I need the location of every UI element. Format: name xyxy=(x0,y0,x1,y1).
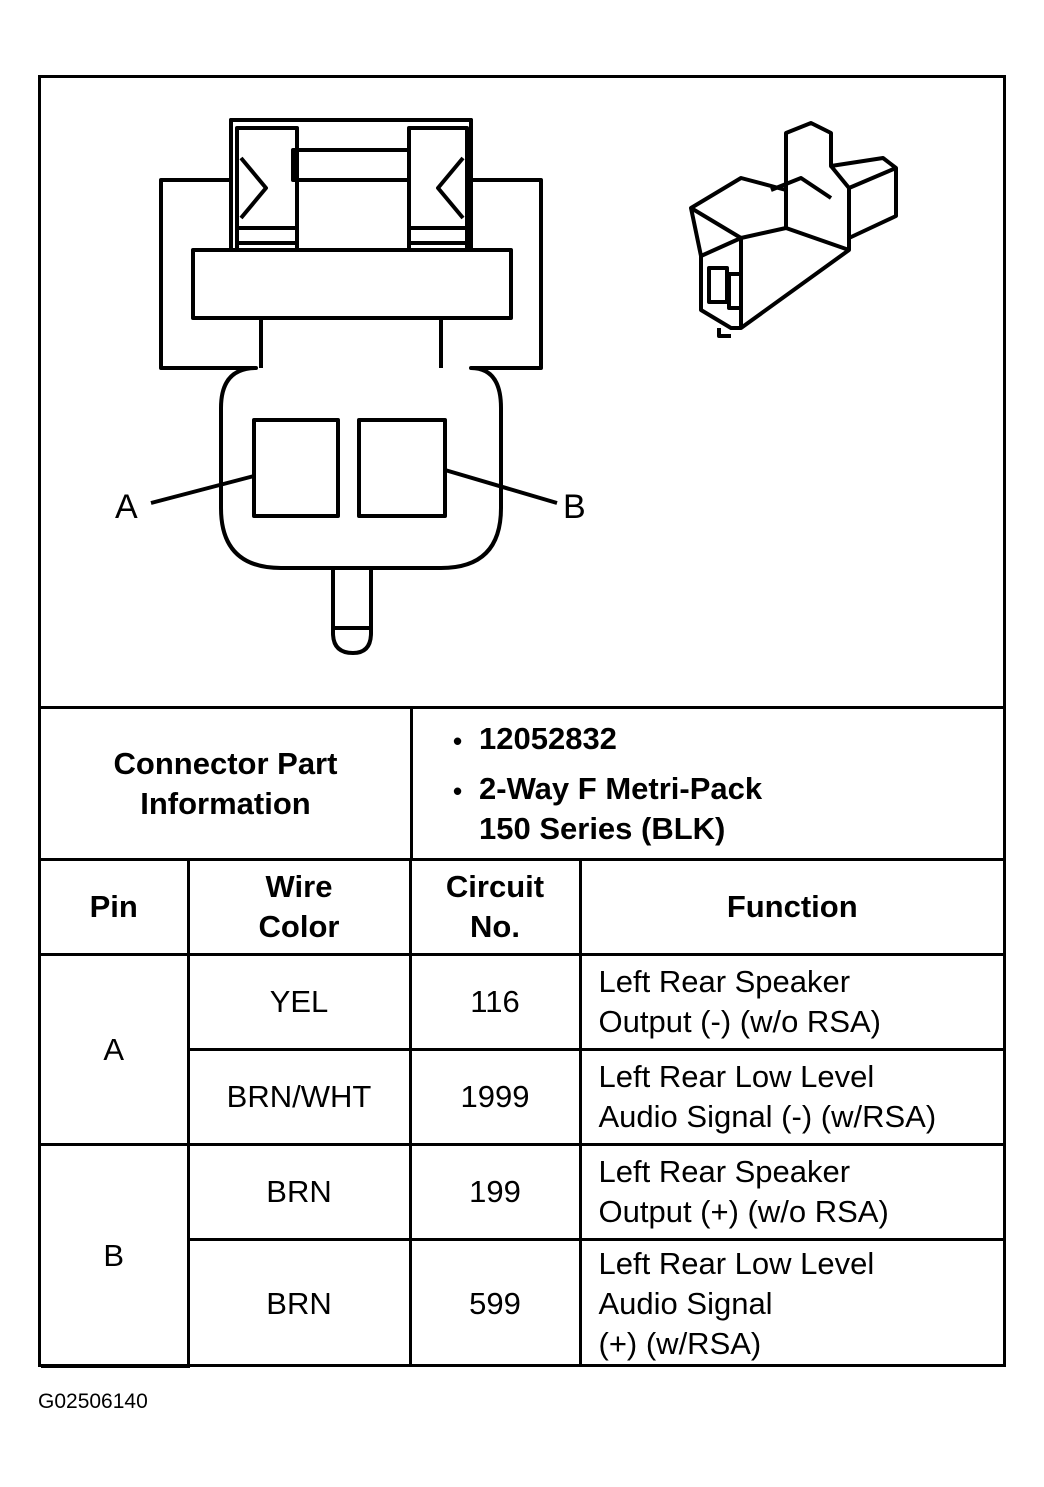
cavity-b xyxy=(357,418,447,518)
part-info-values: • 12052832 • 2-Way F Metri-Pack 150 Seri… xyxy=(413,709,1003,858)
header-wire-color: Wire Color xyxy=(186,858,412,956)
part-description-line2: 150 Series (BLK) xyxy=(479,811,726,846)
part-info-label-line2: Information xyxy=(140,785,311,821)
pin-cell-a: A xyxy=(41,953,190,1146)
header-circuit-line1: Circuit xyxy=(445,869,545,904)
cross-bar xyxy=(191,248,513,320)
key-tab xyxy=(331,568,373,655)
header-wire-color-line1: Wire xyxy=(265,869,333,904)
function-line: Audio Signal xyxy=(598,1285,773,1321)
function-cell: Left Rear Low Level Audio Signal (+) (w/… xyxy=(578,1238,1003,1367)
latch-frame xyxy=(229,118,473,252)
header-function: Function xyxy=(578,858,1003,956)
table-row: B BRN 199 Left Rear Speaker Output (+) (… xyxy=(41,1143,1003,1368)
function-cell: Left Rear Low Level Audio Signal (-) (w/… xyxy=(578,1048,1003,1146)
connector-face-view xyxy=(150,118,898,655)
header-wire-color-line2: Color xyxy=(258,909,340,944)
connector-diagram: A B xyxy=(41,78,1003,706)
figure-id: G02506140 xyxy=(38,1390,148,1413)
header-circuit: Circuit No. xyxy=(408,858,582,956)
table-row: BRN/WHT 1999 Left Rear Low Level Audio S… xyxy=(41,1048,1003,1146)
pin-label-a: A xyxy=(115,488,138,526)
connector-body-outline xyxy=(159,118,543,570)
wire-color-cell: BRN/WHT xyxy=(188,1048,412,1146)
pin-label-b: B xyxy=(563,488,586,526)
function-line: Audio Signal (-) (w/RSA) xyxy=(598,1099,937,1134)
leader-b xyxy=(444,468,558,505)
cavity-a xyxy=(252,418,340,518)
pinout-table: Pin Wire Color Circuit No. Function A YE… xyxy=(41,858,1003,1368)
function-line: (+) (w/RSA) xyxy=(598,1325,762,1361)
bullet-2: • xyxy=(453,776,463,806)
connector-isometric-view xyxy=(689,121,898,338)
leader-a xyxy=(150,474,255,505)
pin-cell-b: B xyxy=(41,1143,190,1368)
function-line: Left Rear Low Level xyxy=(598,1245,875,1281)
table-header-row: Pin Wire Color Circuit No. Function xyxy=(41,858,1003,956)
part-description-line1: 2-Way F Metri-Pack xyxy=(479,771,763,806)
circuit-cell: 1999 xyxy=(408,1048,582,1146)
wire-color-cell: BRN xyxy=(188,1238,412,1367)
header-pin: Pin xyxy=(41,858,190,956)
function-cell: Left Rear Speaker Output (+) (w/o RSA) xyxy=(578,1143,1003,1241)
part-info-label: Connector Part Information xyxy=(41,709,413,858)
circuit-cell: 599 xyxy=(408,1238,582,1367)
table-row: A YEL 116 Left Rear Speaker Output (-) (… xyxy=(41,953,1003,1146)
function-line: Left Rear Low Level xyxy=(598,1059,875,1094)
bullet-1: • xyxy=(453,726,463,756)
function-line: Left Rear Speaker xyxy=(598,964,851,999)
wire-color-cell: YEL xyxy=(186,953,412,1051)
circuit-cell: 199 xyxy=(408,1143,582,1241)
connector-part-info: Connector Part Information • 12052832 • … xyxy=(41,706,1003,858)
function-line: Left Rear Speaker xyxy=(598,1154,851,1189)
part-number: 12052832 xyxy=(479,721,617,756)
table-row: BRN 599 Left Rear Low Level Audio Signal… xyxy=(41,1238,1003,1367)
part-info-label-line1: Connector Part xyxy=(113,745,338,781)
connector-figure-frame: A B Connector Part Information • 1205283… xyxy=(38,75,1006,1368)
circuit-cell: 116 xyxy=(408,953,582,1051)
function-line: Output (+) (w/o RSA) xyxy=(598,1194,889,1229)
wire-color-cell: BRN xyxy=(186,1143,412,1241)
header-circuit-line2: No. xyxy=(470,909,520,944)
function-line: Output (-) (w/o RSA) xyxy=(598,1004,882,1039)
function-cell: Left Rear Speaker Output (-) (w/o RSA) xyxy=(578,953,1003,1051)
